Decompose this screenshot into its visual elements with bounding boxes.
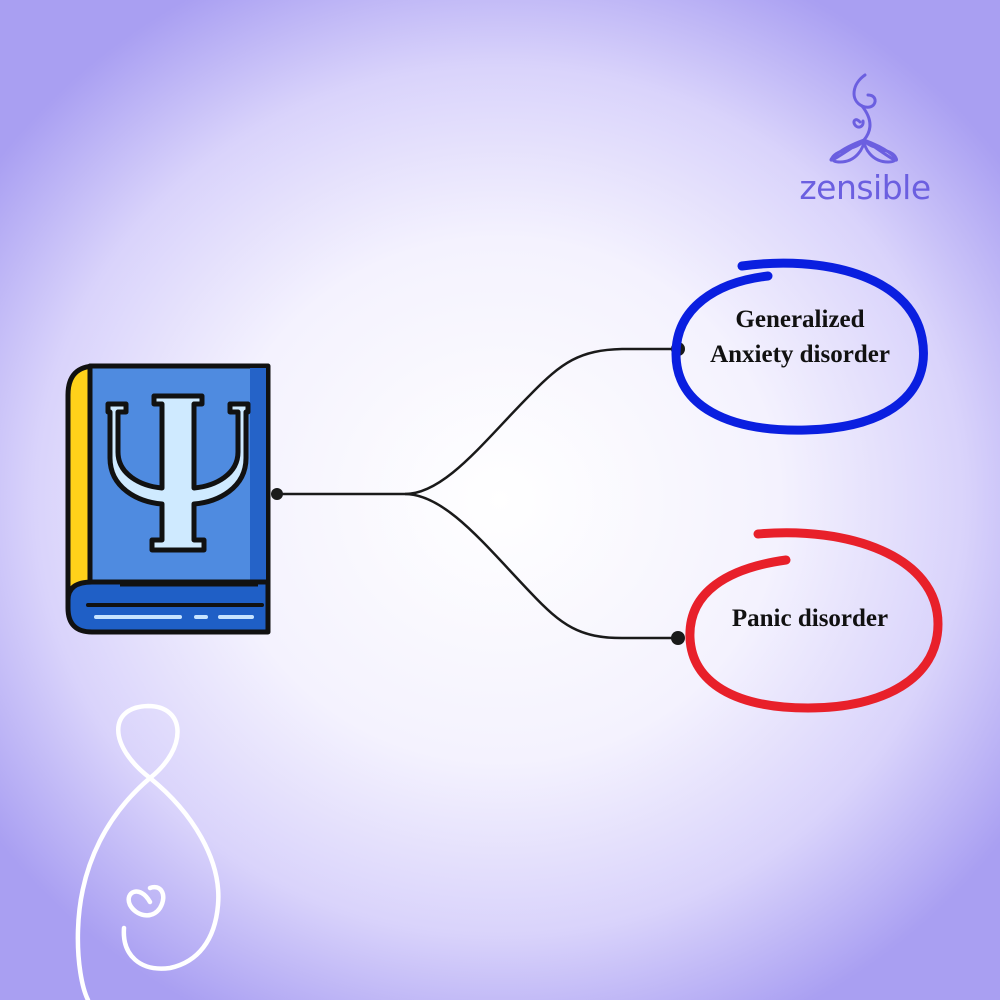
gad-label-line-1: Generalized xyxy=(735,306,865,333)
psi-symbol xyxy=(105,393,251,553)
panic-label: Panic disorder xyxy=(700,601,920,636)
psychology-book-icon xyxy=(65,363,271,635)
connector-lines xyxy=(277,347,678,640)
panic-circle xyxy=(685,528,943,713)
gad-circle xyxy=(671,258,928,435)
panic-label-line-1: Panic disorder xyxy=(731,605,889,632)
gad-label-line-2: Anxiety disorder xyxy=(710,341,890,368)
connector-line-upper xyxy=(404,347,678,496)
connector-dot-root xyxy=(271,488,283,500)
infinity-heart-swirl-icon xyxy=(75,703,221,1000)
gad-label: Generalized Anxiety disorder xyxy=(690,302,910,372)
connector-line-lower xyxy=(404,492,678,640)
meditation-figure-icon xyxy=(829,73,898,164)
connector-dot-lower xyxy=(671,631,685,645)
brand-name: zensible xyxy=(799,168,931,207)
